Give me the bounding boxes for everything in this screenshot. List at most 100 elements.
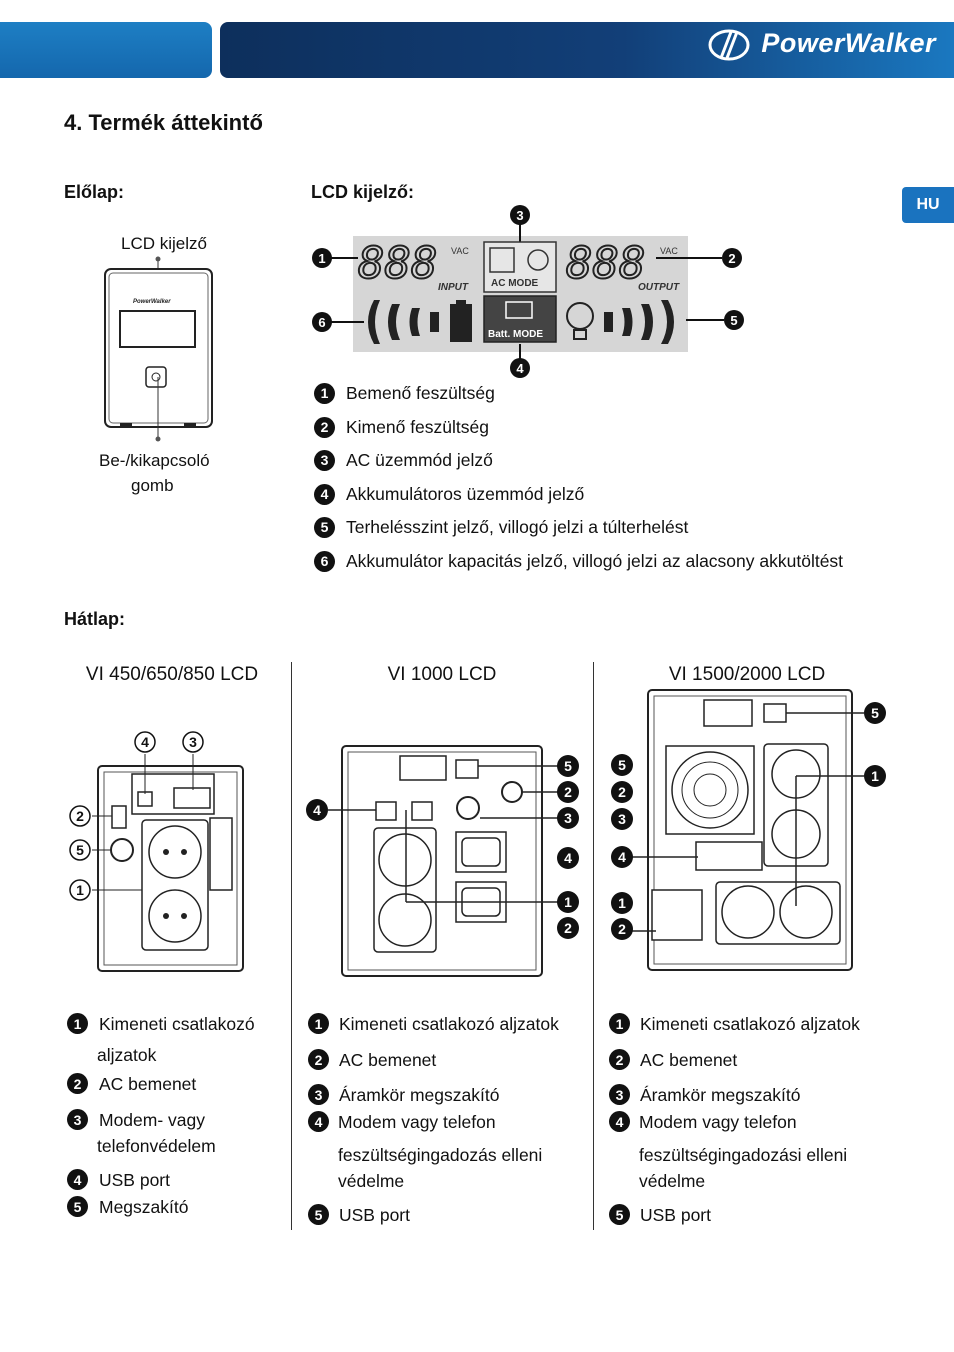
lcd-legend-item: 5 Terhelésszint jelző, villogó jelzi a tú… — [314, 514, 688, 540]
rear-panel-1500-illustration: 5 1 5 2 3 4 1 2 — [611, 689, 886, 971]
svg-text:PowerWalker: PowerWalker — [133, 299, 171, 305]
model-title-1500: VI 1500/2000 LCD — [668, 664, 826, 685]
page-title: 4. Termék áttekintő — [64, 110, 263, 135]
outlet-socket-icon — [378, 833, 432, 887]
back-legend-item: 2 AC bemenet — [308, 1047, 436, 1073]
breaker-icon — [456, 796, 480, 820]
svg-text:4: 4 — [141, 734, 149, 750]
lcd-legend-item: 3 AC üzemmód jelző — [314, 447, 493, 473]
back-legend-item: 3 Áramkör megszakító — [609, 1082, 800, 1108]
legend-text: Áramkör megszakító — [339, 1085, 500, 1105]
outlet-socket-icon — [148, 889, 202, 943]
rj-port-icon — [375, 801, 397, 821]
outlet-icon — [527, 249, 549, 271]
model-title-1000: VI 1000 LCD — [387, 664, 497, 685]
rj-port-icon — [695, 841, 763, 871]
language-tab[interactable]: HU — [902, 187, 954, 223]
svg-text:5: 5 — [564, 758, 572, 774]
brand-logo: PowerWalker — [707, 28, 936, 62]
svg-text:4: 4 — [564, 850, 572, 866]
header-bar-right — [220, 22, 954, 78]
number-badge: 2 — [609, 1049, 630, 1070]
model-title-small: VI 450/650/850 LCD — [85, 664, 259, 685]
back-legend-item: 4 Modem vagy telefon feszültségingadozás… — [609, 1109, 847, 1194]
legend-text: Bemenő feszültség — [346, 382, 495, 403]
number-badge: 3 — [314, 449, 335, 471]
number-badge: 1 — [314, 382, 335, 404]
number-badge: 1 — [609, 1013, 630, 1034]
number-badge: 1 — [308, 1013, 329, 1034]
svg-text:5: 5 — [76, 842, 84, 858]
svg-text:3: 3 — [189, 734, 197, 750]
lcd-output-unit: VAC — [660, 246, 678, 256]
back-legend-item: 3 Modem- vagy telefonvédelem — [67, 1107, 216, 1159]
back-legend-item: 5 USB port — [308, 1202, 410, 1228]
back-legend-item: 5 Megszakító — [67, 1194, 188, 1220]
load-level-bars — [604, 300, 674, 344]
svg-text:1: 1 — [618, 895, 626, 911]
svg-text:1: 1 — [564, 894, 572, 910]
lcd-callout-2: 2 — [728, 251, 735, 266]
lcd-input-label: INPUT — [438, 282, 469, 293]
legend-text: Terhelésszint jelző, villogó jelzi a túl… — [346, 516, 689, 537]
number-badge: 5 — [314, 516, 335, 538]
iec-inlet-icon — [651, 889, 703, 941]
number-badge: 4 — [609, 1111, 630, 1132]
battery-icon — [450, 304, 472, 342]
lcd-callout-4: 4 — [516, 361, 524, 376]
svg-text:1: 1 — [871, 768, 879, 784]
legend-text: Modem vagy telefon — [338, 1112, 496, 1132]
ups-front-illustration: PowerWalker — [104, 256, 213, 442]
lcd-ac-mode-label: AC MODE — [491, 278, 539, 289]
legend-text: Akkumulátor kapacitás jelző, villogó jel… — [346, 550, 844, 571]
legend-text: Áramkör megszakító — [640, 1085, 801, 1105]
number-badge: 4 — [314, 483, 335, 505]
number-badge: 4 — [308, 1111, 329, 1132]
legend-text: aljzatok — [97, 1045, 157, 1065]
svg-text:2: 2 — [564, 784, 572, 800]
lcd-callout-5: 5 — [730, 313, 737, 328]
legend-text: Kimeneti csatlakozó aljzatok — [640, 1014, 860, 1034]
legend-text: AC bemenet — [99, 1074, 197, 1094]
number-badge: 5 — [67, 1196, 88, 1217]
svg-text:2: 2 — [564, 920, 572, 936]
lcd-callout-3: 3 — [516, 208, 523, 223]
number-badge: 2 — [67, 1073, 88, 1094]
front-heading: Előlap: — [64, 182, 125, 202]
back-legend-item: 2 AC bemenet — [609, 1047, 737, 1073]
brand-name: PowerWalker — [761, 28, 936, 59]
legend-text: AC üzemmód jelző — [346, 449, 493, 470]
legend-text: USB port — [339, 1205, 410, 1225]
usb-port-icon — [455, 759, 479, 779]
svg-text:1: 1 — [76, 882, 84, 898]
lcd-legend-item: 1 Bemenő feszültség — [314, 380, 495, 406]
lcd-input-digits: 888 — [358, 238, 437, 289]
svg-text:5: 5 — [618, 757, 626, 773]
svg-text:4: 4 — [618, 849, 626, 865]
number-badge: 5 — [308, 1204, 329, 1225]
powerwalker-swirl-icon — [708, 29, 750, 61]
number-badge: 2 — [314, 416, 335, 438]
legend-text: Modem vagy telefon — [639, 1112, 797, 1132]
legend-text: védelme — [338, 1171, 405, 1191]
back-legend-item: 5 USB port — [609, 1202, 711, 1228]
legend-text: Megszakító — [99, 1197, 189, 1217]
rj-port-icon — [173, 787, 211, 809]
number-badge: 1 — [67, 1013, 88, 1034]
svg-text:4: 4 — [313, 802, 321, 818]
lcd-output-label: OUTPUT — [638, 282, 680, 293]
legend-text: USB port — [99, 1170, 170, 1190]
lcd-heading: LCD kijelző: — [311, 182, 415, 202]
bulb-icon — [566, 302, 594, 340]
lcd-input-unit: VAC — [451, 246, 469, 256]
svg-text:2: 2 — [76, 808, 84, 824]
legend-text: Modem- vagy — [99, 1110, 206, 1130]
fan-icon — [665, 745, 755, 835]
outlet-socket-icon — [721, 885, 775, 939]
lcd-batt-mode-label: Batt. MODE — [488, 329, 543, 340]
back-legend-item: 4 Modem vagy telefon feszültségingadozás… — [308, 1109, 542, 1194]
back-heading: Hátlap: — [64, 609, 126, 629]
header-bar-left — [0, 22, 212, 78]
